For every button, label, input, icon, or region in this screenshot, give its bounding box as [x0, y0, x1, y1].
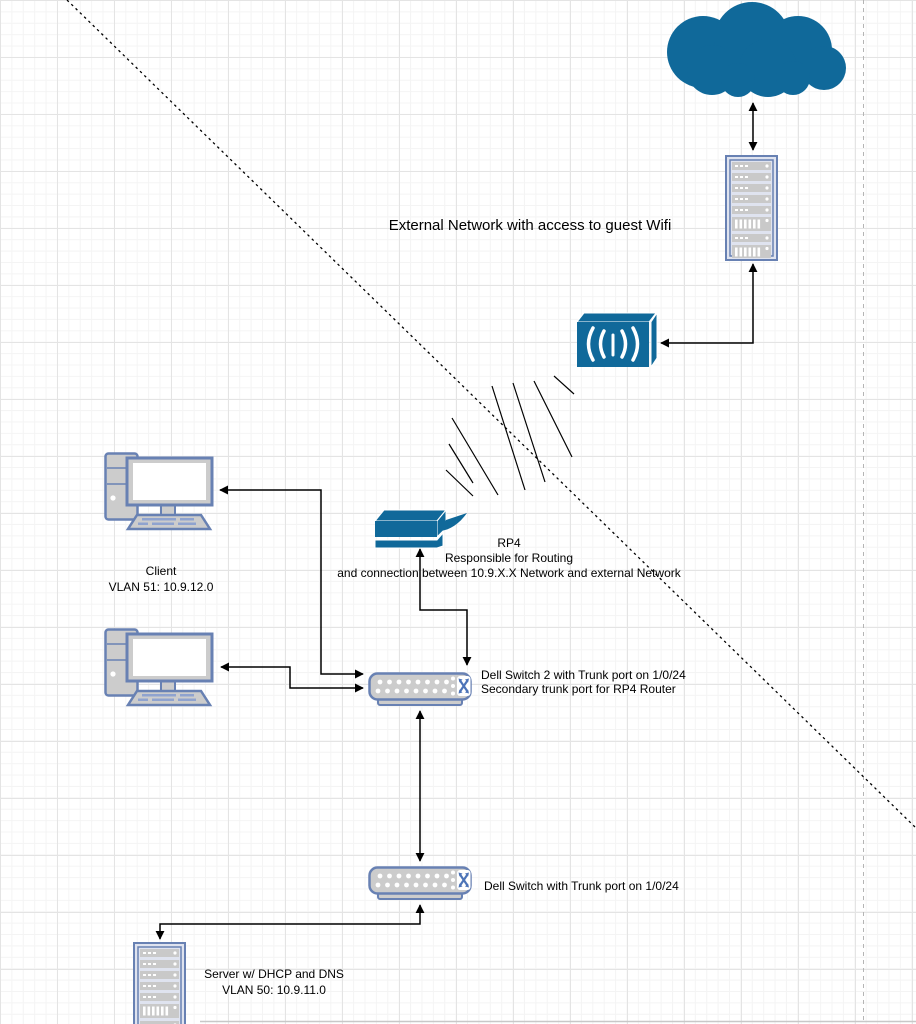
router-label-line1: RP4 — [497, 536, 521, 550]
wireless-link-hatch-lines — [445, 375, 575, 497]
router-label[interactable]: RP4 Responsible for Routing and connecti… — [329, 536, 689, 581]
server-label-line1: Server w/ DHCP and DNS — [204, 967, 344, 981]
internet-cloud-icon[interactable] — [667, 2, 846, 97]
external-network-label[interactable]: External Network with access to guest Wi… — [388, 217, 672, 234]
connector-switch2-server[interactable] — [155, 904, 425, 940]
switch2-label-line1: Dell Switch 2 with Trunk port on 1/0/24 — [481, 668, 686, 682]
dell-switch-1-icon[interactable] — [368, 866, 472, 901]
connector-rack-wireless-ap[interactable] — [660, 263, 758, 348]
connector-client1-switch1[interactable] — [219, 485, 364, 679]
client-label[interactable]: Client VLAN 51: 10.9.12.0 — [85, 563, 237, 595]
switch1-label-line1: Dell Switch with Trunk port on 1/0/24 — [484, 879, 679, 893]
router-label-line3: and connection between 10.9.X.X Network … — [337, 566, 681, 580]
connector-router-switch1[interactable] — [415, 548, 472, 666]
switch1-label[interactable]: Dell Switch with Trunk port on 1/0/24 — [484, 879, 679, 894]
switch2-label[interactable]: Dell Switch 2 with Trunk port on 1/0/24 … — [481, 668, 686, 696]
wireless-access-point-icon[interactable] — [575, 311, 658, 369]
dhcp-dns-server-rack-icon[interactable] — [134, 943, 185, 1024]
server-label-line2: VLAN 50: 10.9.11.0 — [222, 983, 326, 997]
switch2-label-line2: Secondary trunk port for RP4 Router — [481, 681, 676, 696]
client-pc-1-icon[interactable] — [104, 452, 214, 531]
dell-switch-2-icon[interactable] — [368, 672, 472, 707]
client-label-line1: Client — [145, 564, 177, 578]
client-label-line2: VLAN 51: 10.9.12.0 — [108, 580, 214, 594]
router-label-line2: Responsible for Routing — [444, 551, 574, 565]
router-icon[interactable] — [373, 508, 467, 549]
external-server-rack-icon[interactable] — [726, 156, 777, 260]
client-pc-2-icon[interactable] — [104, 628, 214, 707]
connector-client2-switch1[interactable] — [220, 662, 364, 693]
server-label[interactable]: Server w/ DHCP and DNS VLAN 50: 10.9.11.… — [181, 966, 367, 998]
